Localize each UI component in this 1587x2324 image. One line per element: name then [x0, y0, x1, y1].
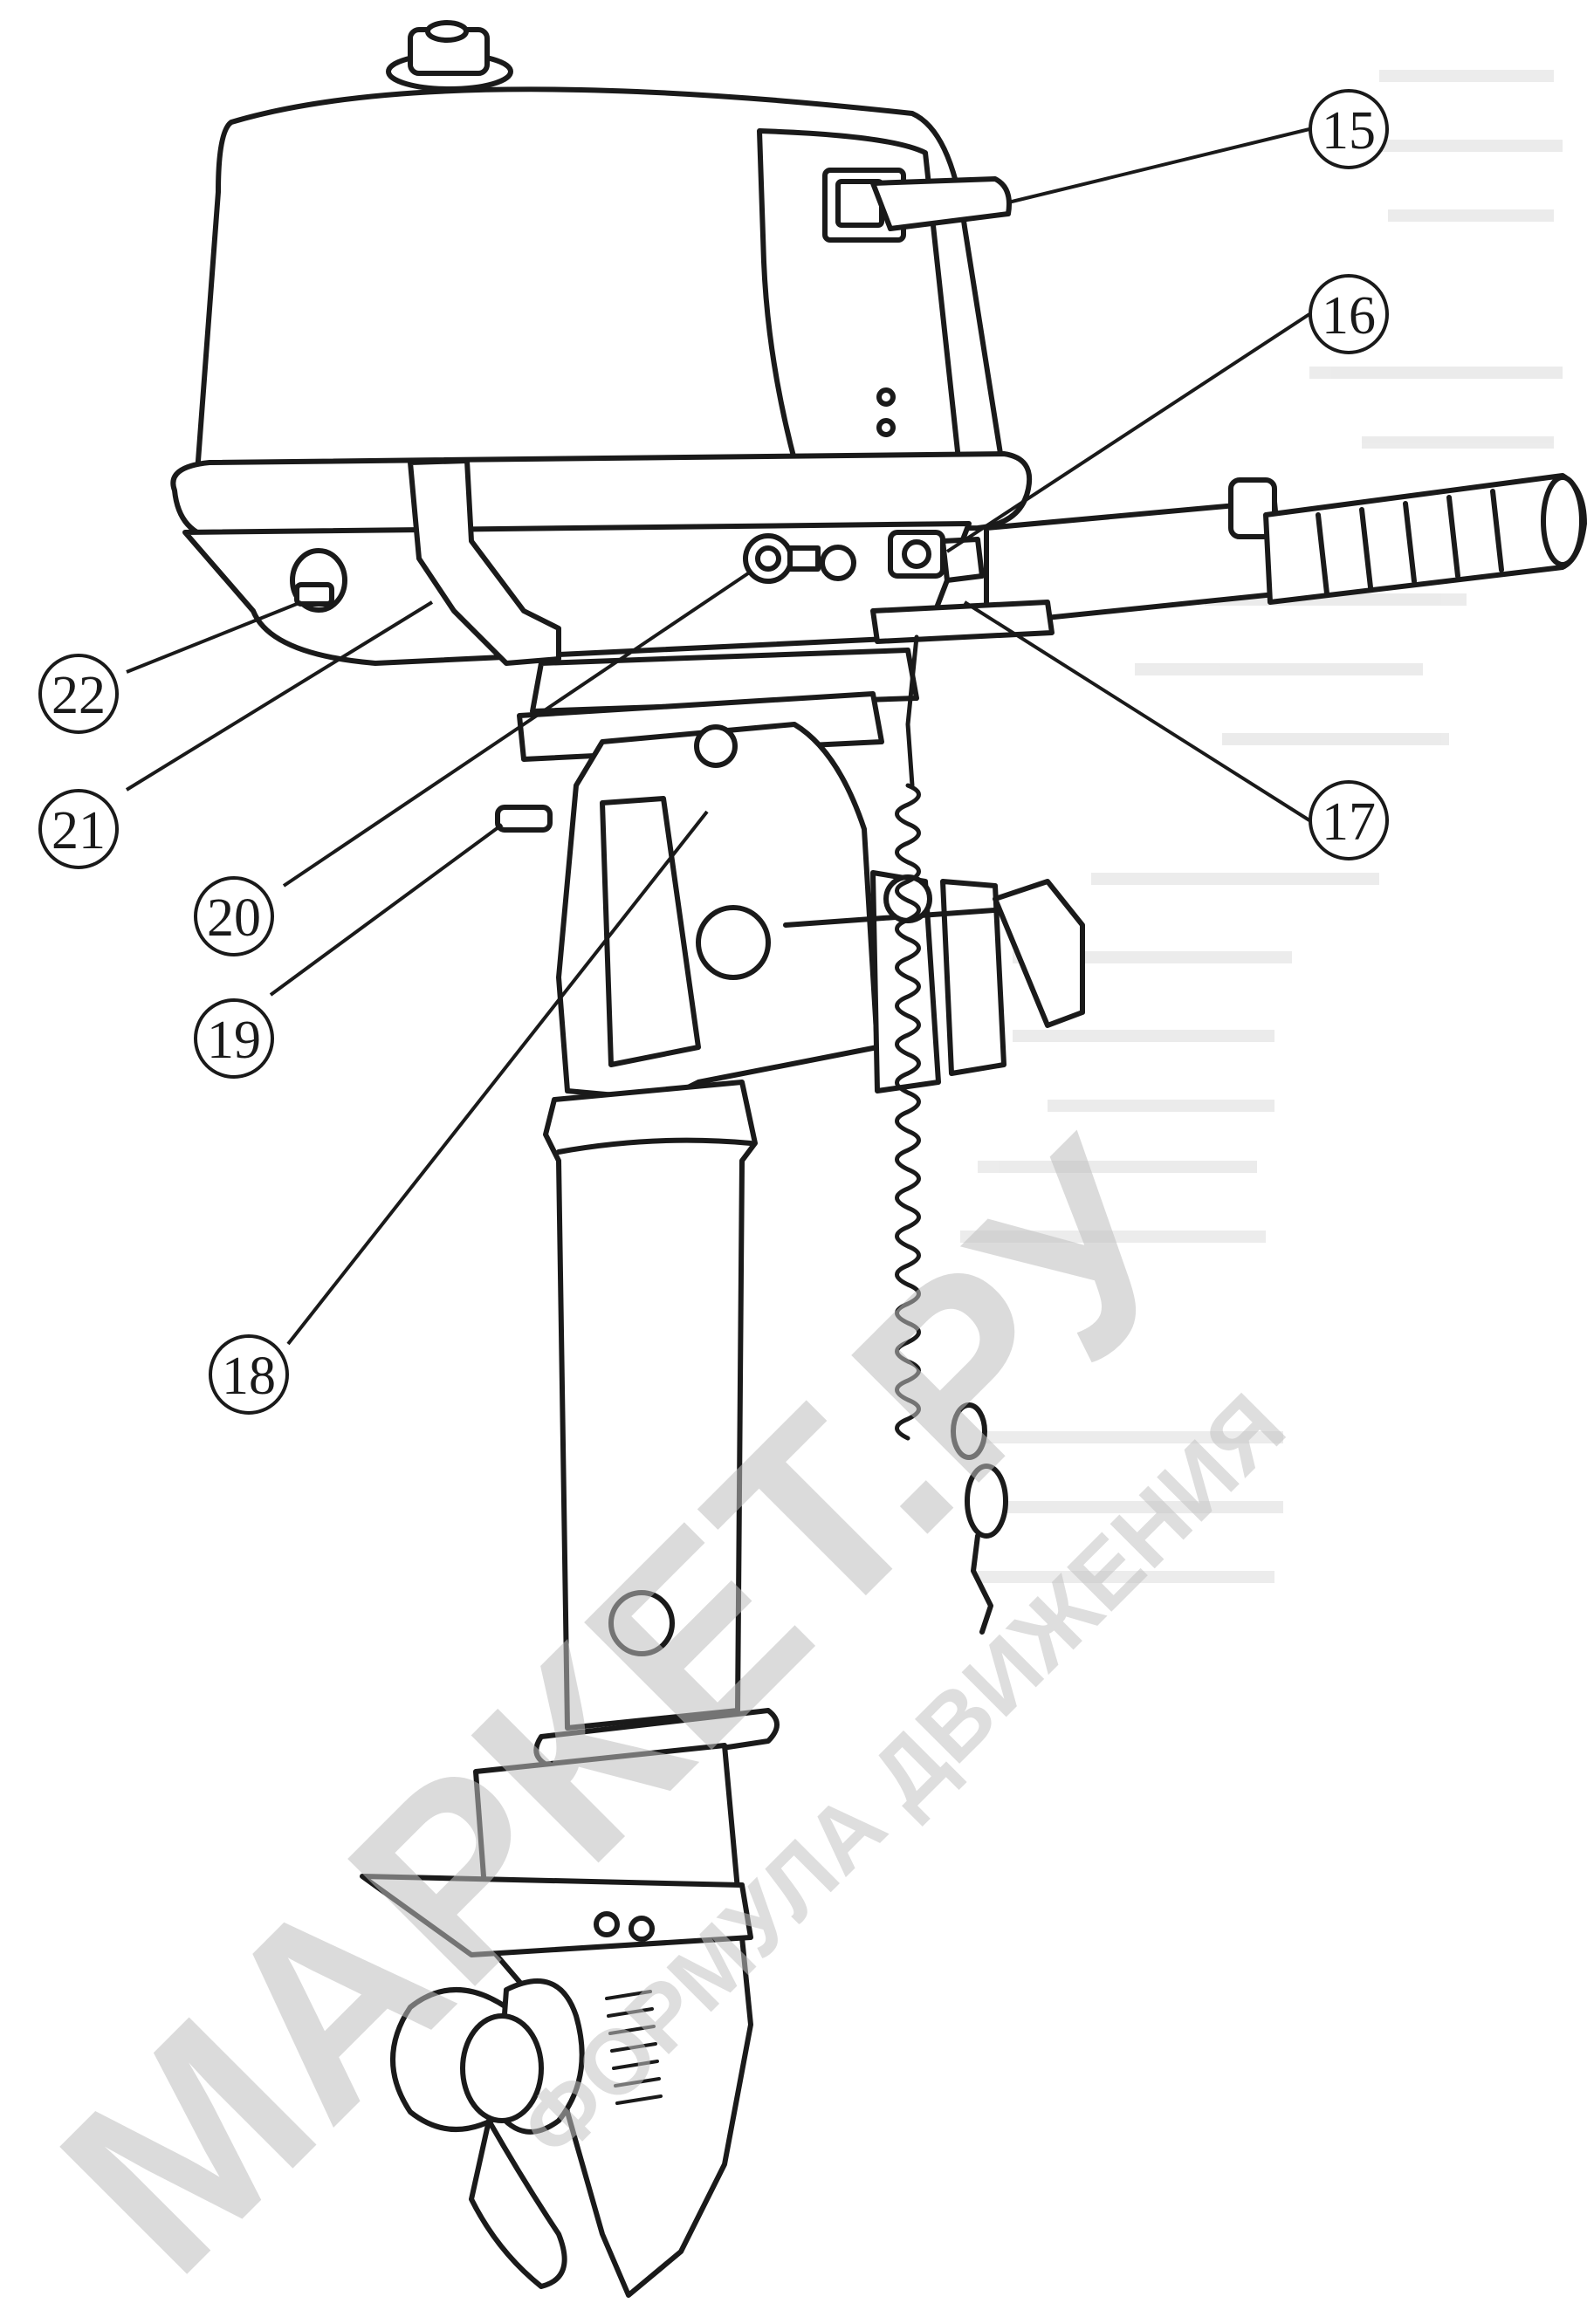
motor-illustration [170, 20, 1587, 2298]
gear-case-bolt [594, 1911, 620, 1937]
leader-19 [269, 823, 504, 997]
engine-cover [194, 86, 1006, 487]
lanyard-clip [951, 1402, 1008, 1635]
callout-22-label: 22 [52, 666, 106, 725]
shaft-collar [556, 1137, 753, 1155]
top-cap-knob [386, 20, 513, 92]
callout-18: 18 [209, 1334, 289, 1415]
throttle-bracket [870, 600, 1055, 644]
leader-15 [1007, 127, 1310, 204]
cowl-latch [408, 458, 561, 666]
callouts: 15 16 17 18 19 20 21 22 [38, 89, 1389, 1415]
leader-21 [125, 600, 434, 792]
drain-plug [290, 548, 347, 613]
cavitation-plate-lower [360, 1874, 753, 1957]
trim-pin [495, 805, 553, 833]
leader-17 [963, 600, 1311, 822]
callout-17: 17 [1309, 780, 1389, 860]
fuel-connector [743, 533, 856, 584]
leader-22 [126, 600, 302, 674]
tilt-lever-pivot [696, 905, 771, 980]
callout-15-label: 15 [1322, 101, 1376, 161]
leader-16 [945, 312, 1311, 553]
callout-16-label: 16 [1322, 286, 1376, 346]
callout-21-label: 21 [52, 801, 106, 860]
shaft-plug [608, 1590, 675, 1656]
cover-vent-hole [876, 418, 896, 437]
callout-15: 15 [1309, 89, 1389, 169]
clamp-bracket-inner [600, 796, 701, 1067]
gear-case-bolt [629, 1916, 655, 1942]
drive-shaft-housing [543, 1080, 758, 1731]
callout-20-label: 20 [207, 888, 261, 948]
callout-19: 19 [194, 998, 274, 1079]
lanyard-cord [895, 634, 921, 1441]
tiller-grip [1263, 473, 1587, 605]
callout-19-label: 19 [207, 1011, 261, 1070]
callout-18-label: 18 [222, 1347, 276, 1406]
callout-20: 20 [194, 876, 274, 956]
leader-lines [125, 127, 1311, 1346]
callout-16: 16 [1309, 274, 1389, 354]
cover-vent-hole [876, 387, 896, 407]
leader-20 [282, 570, 752, 888]
callout-22: 22 [38, 654, 119, 734]
water-intake-grille [605, 1990, 663, 2105]
callout-17-label: 17 [1322, 792, 1376, 852]
tiller-handle [984, 473, 1587, 627]
tilt-pin [694, 724, 738, 768]
choke-knob [822, 168, 1012, 243]
propeller [390, 1978, 585, 2289]
show-through-text [960, 70, 1563, 1583]
leader-18 [286, 810, 709, 1346]
callout-21: 21 [38, 789, 119, 869]
